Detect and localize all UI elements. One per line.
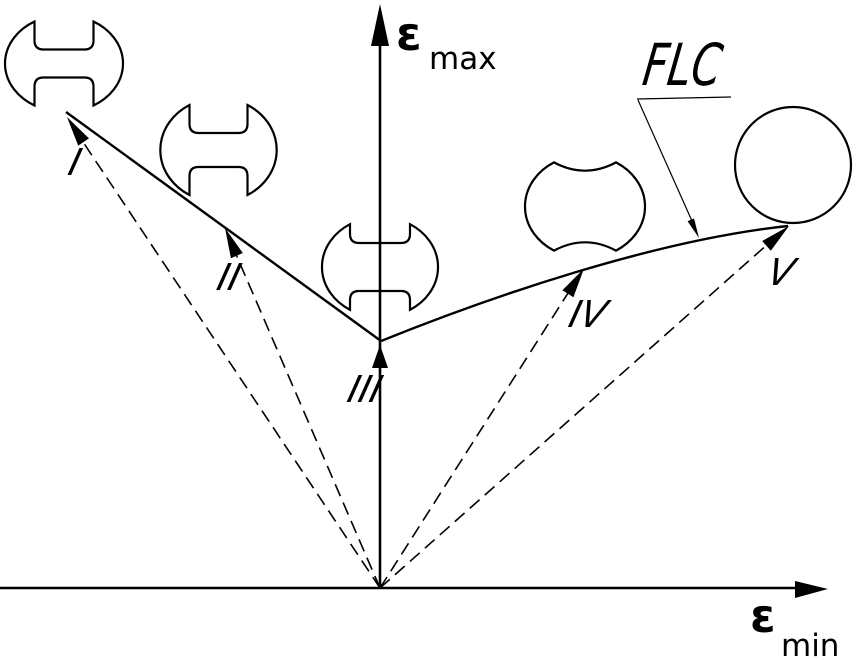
- y-axis-subscript: max: [429, 41, 497, 77]
- flc-annotation: FLC: [636, 31, 732, 238]
- strain-ray-1-arrowhead-icon: [67, 117, 89, 146]
- y-axis-symbol: ε: [396, 7, 422, 61]
- strain-ray-5-arrowhead-icon: [762, 226, 789, 251]
- strain-path-4-label: IV: [565, 293, 614, 336]
- flc-leader-arrowhead-icon: [687, 218, 699, 238]
- axes: ε max ε min: [0, 4, 839, 660]
- strain-ray-2-arrowhead-icon: [225, 228, 243, 259]
- waisted-blank-wide-bridge-icon: [320, 222, 440, 312]
- flc-label: FLC: [639, 31, 727, 99]
- strain-ray-4-arrowhead-icon: [562, 268, 584, 298]
- flc-right-branch: [380, 224, 789, 343]
- full-circle-blank-icon: [733, 105, 853, 225]
- waisted-blank-medium-bridge-icon: [159, 103, 278, 197]
- flc-leader-underline: [636, 96, 732, 100]
- x-axis-subscript: min: [781, 628, 839, 660]
- strain-path-2-label: II: [213, 256, 246, 299]
- strain-path-labels: I II III IV V: [64, 141, 801, 411]
- strain-ray-3-arrowhead-icon: [372, 345, 388, 368]
- strain-path-1-label: I: [64, 141, 86, 184]
- flc-leader-line: [637, 99, 697, 231]
- flc-left-branch: [65, 111, 382, 342]
- strain-ray-5: [379, 242, 770, 589]
- flc-curve: [65, 111, 789, 343]
- waisted-blank-narrow-bridge-icon: [3, 19, 125, 108]
- strain-path-5-label: V: [763, 251, 801, 294]
- blank-shallow-notches-icon: [523, 161, 647, 252]
- strain-ray-2: [234, 251, 381, 589]
- specimen-shapes: [3, 19, 853, 312]
- x-axis-symbol: ε: [750, 589, 776, 643]
- strain-path-rays: [67, 117, 789, 589]
- strain-ray-1: [80, 138, 381, 589]
- x-axis-arrowhead-icon: [795, 581, 828, 598]
- y-axis-arrowhead-icon: [371, 4, 389, 46]
- strain-ray-4: [379, 289, 571, 589]
